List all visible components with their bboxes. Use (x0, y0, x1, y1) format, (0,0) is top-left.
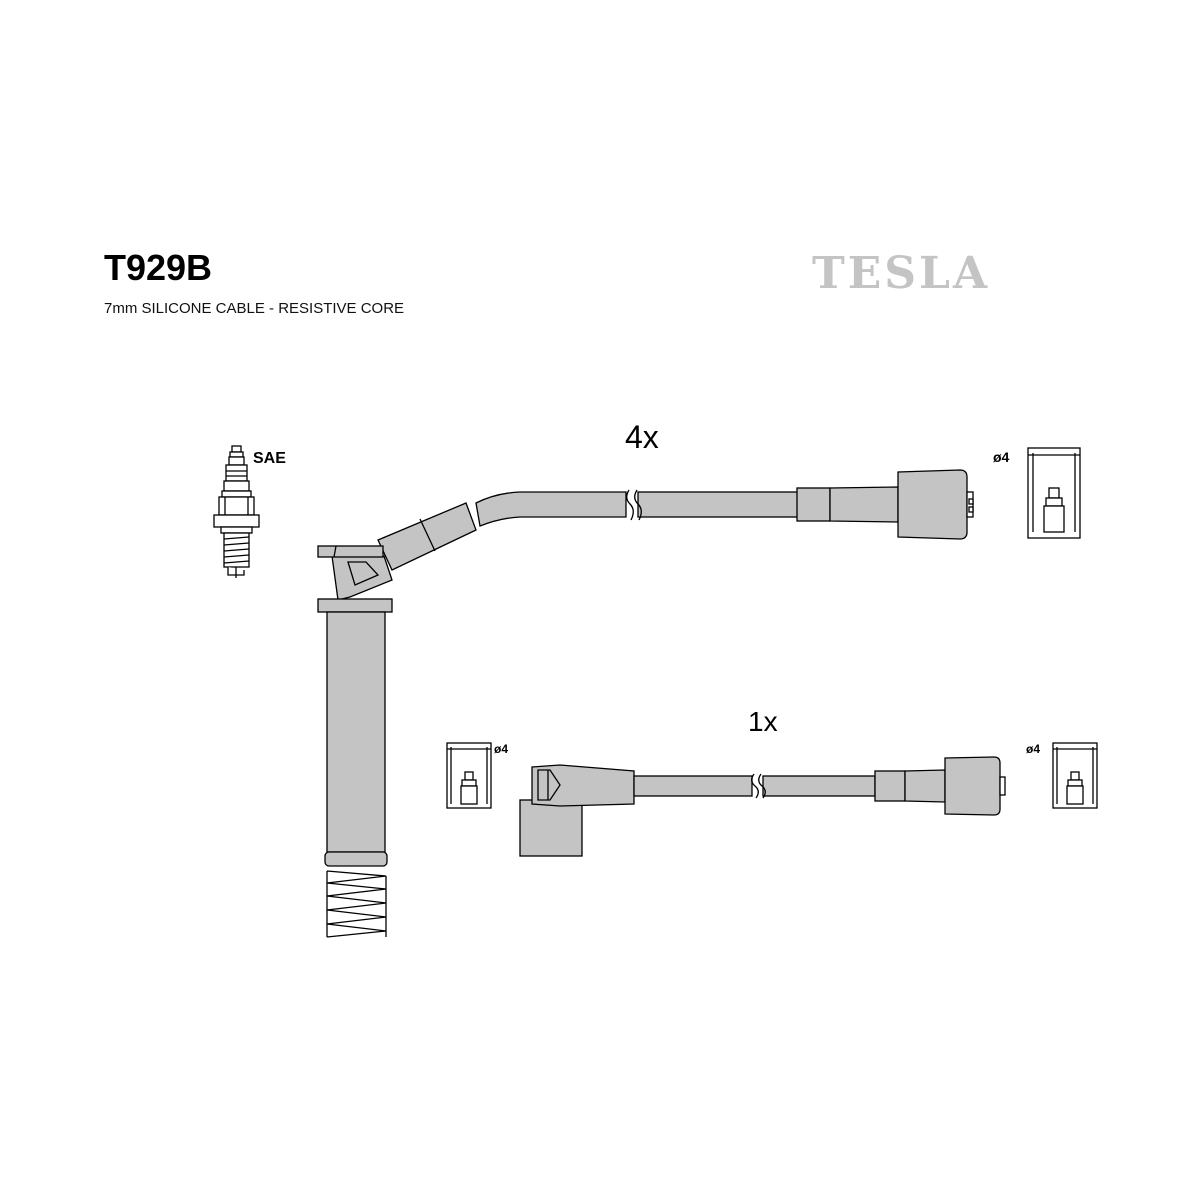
terminal-section-icon (446, 742, 492, 809)
cable-short-quantity: 1x (748, 706, 778, 737)
cable-description: 7mm SILICONE CABLE - RESISTIVE CORE (104, 300, 405, 317)
brand-logo: TESLA (812, 248, 991, 299)
spark-plug-label: SAE (253, 450, 286, 467)
terminal-section-icon (1052, 742, 1098, 809)
terminal-section-icon (1027, 447, 1081, 539)
terminal-diameter-label-left: ø4 (494, 742, 508, 756)
cable-long (317, 469, 974, 938)
spark-plug-icon (213, 445, 260, 578)
terminal-diameter-label-right: ø4 (1026, 742, 1040, 756)
cable-long-quantity: 4x (625, 419, 659, 455)
cable-short (519, 756, 1006, 857)
terminal-diameter-label: ø4 (993, 449, 1010, 465)
part-number: T929B (104, 247, 213, 288)
